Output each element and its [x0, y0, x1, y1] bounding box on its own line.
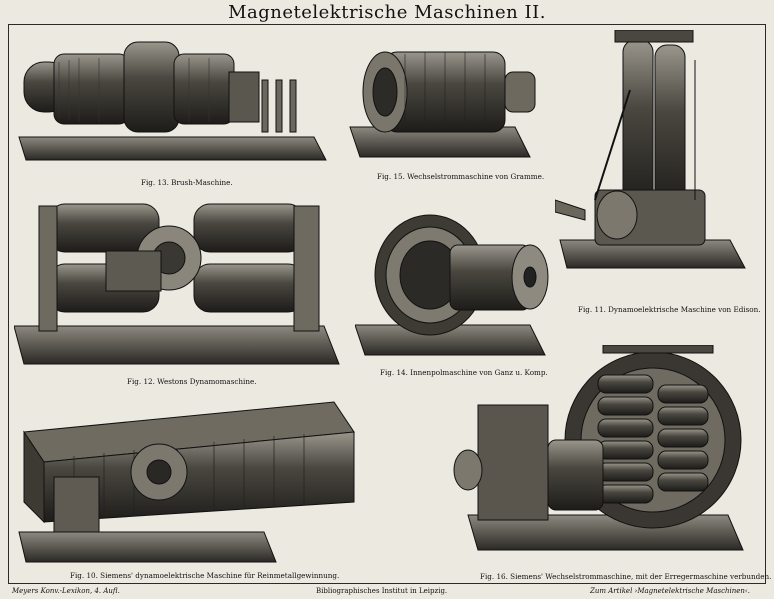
fig14-ganz-engraving [355, 210, 555, 360]
fig13-caption: Fig. 13. Brush-Maschine. [141, 178, 233, 187]
fig10-caption: Fig. 10. Siemens' dynamoelektrische Masc… [70, 571, 340, 580]
plate-frame [8, 24, 766, 584]
fig10-siemens-engraving [14, 392, 359, 567]
fig15-gramme-engraving [345, 32, 545, 167]
footer-center: Bibliographisches Institut in Leipzig. [316, 587, 448, 595]
fig12-caption: Fig. 12. Westons Dynamomaschine. [127, 377, 257, 386]
fig16-caption: Fig. 16. Siemens' Wechselstrommaschine, … [480, 572, 772, 581]
fig13-brush-machine-engraving [14, 32, 334, 172]
fig11-edison-engraving [555, 30, 755, 275]
plate-title: Magnetelektrische Maschinen II. [228, 2, 546, 23]
fig15-caption: Fig. 15. Wechselstrommaschine von Gramme… [377, 172, 545, 181]
footer-right: Zum Artikel ›Magnetelektrische Maschinen… [590, 587, 750, 595]
fig14-caption: Fig. 14. Innenpolmaschine von Ganz u. Ko… [380, 368, 548, 377]
fig16-siemens-alternator-engraving [448, 345, 753, 560]
fig11-caption: Fig. 11. Dynamoelektrische Maschine von … [578, 305, 761, 314]
footer-left: Meyers Konv.-Lexikon, 4. Aufl. [12, 587, 120, 595]
fig12-weston-engraving [14, 196, 349, 371]
